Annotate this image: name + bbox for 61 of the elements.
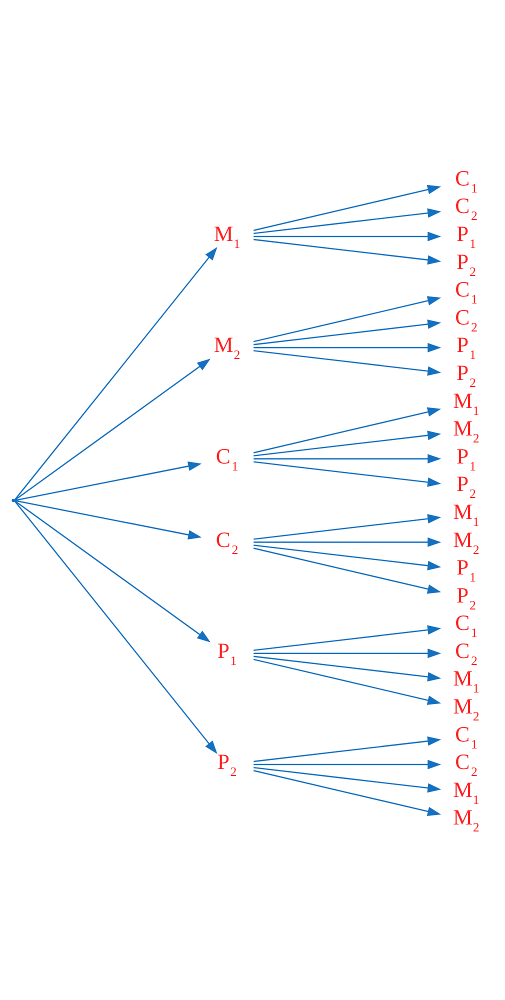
arrow xyxy=(254,514,442,540)
arrow xyxy=(254,454,442,464)
arrow xyxy=(253,769,442,816)
node-text: P$_{1}$ xyxy=(456,332,476,362)
node-text: C$_{2}$ xyxy=(216,527,238,556)
arrow xyxy=(254,342,442,352)
arrow xyxy=(254,736,442,762)
node-text: C$_{1}$ xyxy=(455,722,478,751)
node-text: P$_{2}$ xyxy=(456,360,476,390)
node-text: C$_{1}$ xyxy=(455,610,478,640)
node-point xyxy=(12,498,15,502)
node-text: C$_{2}$ xyxy=(455,304,478,334)
node-text: P$_{1}$ xyxy=(456,555,476,584)
arrow xyxy=(254,655,442,681)
node-text: P$_{1}$ xyxy=(456,222,476,251)
node-text: C$_{1}$ xyxy=(455,166,478,195)
node-text: M$_{2}$ xyxy=(453,527,480,556)
arrow xyxy=(254,208,442,234)
node-text: M$_{1}$ xyxy=(453,499,480,528)
arrow xyxy=(14,461,202,501)
node-text: C$_{2}$ xyxy=(455,750,478,779)
arrow xyxy=(253,296,442,342)
arrow xyxy=(253,406,442,453)
node-text: M$_{1}$ xyxy=(214,222,240,251)
node-text: P$_{2}$ xyxy=(456,472,476,501)
node-text: P$_{2}$ xyxy=(456,582,476,612)
arrow xyxy=(254,536,442,546)
node-text: M$_{2}$ xyxy=(453,805,480,834)
node-text: M$_{2}$ xyxy=(453,694,480,724)
node-text: M$_{1}$ xyxy=(453,388,480,418)
arrow xyxy=(14,246,218,500)
node-text: C$_{1}$ xyxy=(216,444,238,473)
node-text: P$_{2}$ xyxy=(217,750,237,779)
node-text: P$_{1}$ xyxy=(217,638,237,668)
node-text: M$_{2}$ xyxy=(453,416,480,446)
arrow xyxy=(254,766,442,792)
arrow xyxy=(254,648,442,658)
arrow xyxy=(254,624,442,650)
arrow xyxy=(14,499,202,539)
node-text: P$_{1}$ xyxy=(456,444,476,473)
arrow xyxy=(254,319,442,345)
node-text: C$_{1}$ xyxy=(455,277,478,306)
arrow xyxy=(253,658,442,704)
node-text: P$_{2}$ xyxy=(456,249,476,278)
arrow xyxy=(253,547,442,594)
arrow xyxy=(254,350,442,376)
arrow xyxy=(253,184,442,231)
node-text: C$_{2}$ xyxy=(455,638,478,668)
node-text: M$_{1}$ xyxy=(453,666,480,696)
arrow xyxy=(14,500,211,642)
arrow xyxy=(254,430,442,456)
arrow xyxy=(14,358,211,500)
node-text: M$_{2}$ xyxy=(214,332,240,362)
arrow xyxy=(254,759,442,769)
node-text: M$_{1}$ xyxy=(453,777,480,806)
node-text: C$_{2}$ xyxy=(455,194,478,223)
arrow xyxy=(14,500,218,754)
arrow xyxy=(254,460,442,486)
arrow xyxy=(254,231,442,241)
arrow xyxy=(254,544,442,570)
arrow xyxy=(254,238,442,264)
